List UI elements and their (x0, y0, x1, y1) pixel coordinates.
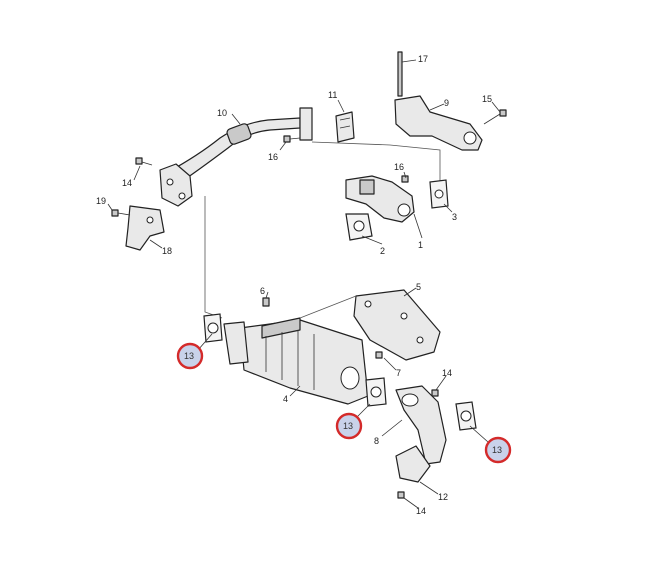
bolt-icon (135, 157, 153, 166)
heat-shield-part (395, 445, 431, 483)
elbow-pipe-part (395, 385, 447, 465)
callout-15: 15 (482, 94, 492, 104)
callout-14-top: 14 (122, 178, 132, 188)
callout-10: 10 (217, 108, 227, 118)
callout-6: 6 (260, 286, 265, 296)
bolt-icon (431, 389, 439, 397)
highlight-callout-13-left[interactable]: 13 (176, 342, 204, 370)
callout-14-bottom: 14 (416, 506, 426, 516)
egr-cooler-part (223, 317, 369, 405)
gasket-part (345, 213, 373, 241)
bolt-icon (483, 109, 507, 125)
callout-7: 7 (396, 368, 401, 378)
egr-valve-part (345, 175, 415, 223)
bolt-icon (397, 491, 405, 499)
gasket-part (455, 401, 477, 431)
gasket-part (203, 313, 223, 343)
bracket-part (125, 205, 165, 251)
valve-housing-part (394, 51, 483, 151)
callout-17: 17 (418, 54, 428, 64)
callout-9: 9 (444, 98, 449, 108)
callout-5: 5 (416, 282, 421, 292)
callout-18: 18 (162, 246, 172, 256)
callout-1: 1 (418, 240, 423, 250)
leader-lines (107, 59, 501, 509)
callout-labels: 1 2 3 4 5 6 7 8 9 10 11 12 14 14 14 15 1… (96, 54, 492, 516)
callout-16-right: 16 (394, 162, 404, 172)
callout-11: 11 (328, 90, 337, 100)
highlight-callout-13-middle[interactable]: 13 (335, 412, 363, 440)
cooler-bracket-part (353, 289, 441, 361)
bolt-icon (401, 175, 409, 183)
highlight-label: 13 (184, 351, 194, 361)
bolt-icon (375, 351, 383, 359)
bolt-icon (262, 297, 270, 307)
clip-part (335, 111, 355, 143)
highlight-label: 13 (343, 421, 353, 431)
bolt-icon (283, 135, 301, 143)
egr-pipe-part (159, 107, 313, 207)
callout-19: 19 (96, 196, 106, 206)
callout-12: 12 (438, 492, 448, 502)
callout-14-mid: 14 (442, 368, 452, 378)
gasket-part (429, 179, 449, 209)
callout-16-left: 16 (268, 152, 278, 162)
callout-2: 2 (380, 246, 385, 256)
callout-4: 4 (283, 394, 288, 404)
callout-3: 3 (452, 212, 457, 222)
bolt-icon (111, 209, 131, 217)
callout-8: 8 (374, 436, 379, 446)
highlight-label: 13 (492, 445, 502, 455)
gasket-part (365, 377, 387, 407)
highlight-callout-13-right[interactable]: 13 (484, 436, 512, 464)
